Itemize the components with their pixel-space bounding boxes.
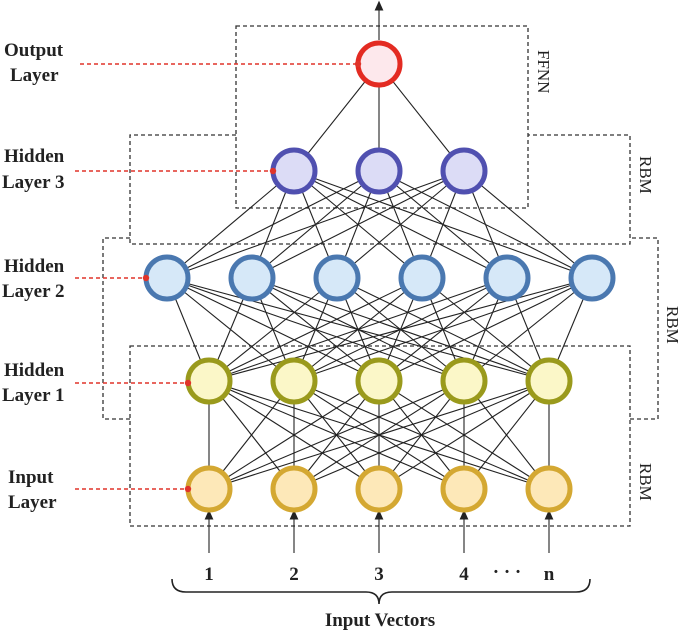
edge-hidden2-6-hidden1-1	[208, 277, 593, 382]
hidden3-pointer-dot	[269, 167, 277, 175]
hidden1-node-3	[355, 357, 403, 405]
hidden1-pointer-dot	[184, 379, 192, 387]
hidden2-node-5	[483, 254, 531, 302]
edge-hidden1-5-input-1	[208, 380, 550, 490]
input-number-4: 4	[459, 564, 469, 585]
hidden2-label-2: Layer 2	[2, 281, 64, 302]
box-labels: FFNN RBM RBM RBM	[534, 50, 682, 501]
edge-hidden3-2-hidden2-1	[166, 170, 380, 279]
input-number-3: 3	[374, 564, 384, 585]
edge-hidden2-5-hidden1-1	[208, 277, 508, 382]
input-number-n: n	[544, 564, 555, 585]
edge-hidden2-6-hidden1-2	[293, 277, 593, 382]
input-number-labels: 1 2 3 4 · · · n	[204, 562, 554, 585]
input-pointer-dot	[184, 485, 192, 493]
hidden3-node-2	[355, 147, 403, 195]
edge-hidden3-3-hidden2-2	[251, 170, 465, 279]
input-node-5	[525, 465, 573, 513]
input-brace	[171, 578, 591, 605]
ffnn-box	[235, 25, 529, 209]
hidden2-node-3	[313, 254, 361, 302]
hidden1-node-4	[440, 357, 488, 405]
layer-pointers	[75, 60, 362, 493]
edge-hidden1-5-input-3	[378, 380, 550, 490]
rbm-mid-label: RBM	[663, 306, 682, 344]
rbm-top-label: RBM	[636, 156, 655, 194]
hidden2-node-2	[228, 254, 276, 302]
output-layer-label-2: Layer	[10, 65, 59, 86]
input-ellipsis: · · ·	[493, 562, 522, 583]
edge-hidden3-1-hidden2-1	[166, 170, 295, 279]
edge-hidden2-3-hidden1-1	[208, 277, 338, 382]
hidden1-node-1	[185, 357, 233, 405]
input-arrows	[204, 509, 554, 553]
hidden3-node-1	[270, 147, 318, 195]
input-node-2	[270, 465, 318, 513]
edge-hidden1-4-input-1	[208, 380, 465, 490]
edge-hidden3-3-hidden2-1	[166, 170, 465, 279]
layer-labels: Output Layer Hidden Layer 3 Hidden Layer…	[2, 40, 65, 513]
rbm-mid-box	[102, 237, 659, 420]
edge-hidden1-3-input-1	[208, 380, 380, 490]
input-number-1: 1	[204, 564, 214, 585]
hidden1-node-2	[270, 357, 318, 405]
input-layer-label-2: Layer	[8, 492, 57, 513]
input-node-1	[185, 465, 233, 513]
hidden2-node-6	[568, 254, 616, 302]
rbm-top-box	[129, 134, 631, 245]
ffnn-label: FFNN	[534, 50, 553, 93]
nodes	[143, 40, 616, 513]
hidden2-pointer-dot	[142, 274, 150, 282]
hidden3-node-3	[440, 147, 488, 195]
edge-hidden3-3-hidden2-3	[336, 170, 465, 279]
output-layer-label-1: Output	[4, 40, 64, 61]
rbm-bottom-box	[129, 345, 631, 527]
hidden1-node-5	[525, 357, 573, 405]
hidden3-label-2: Layer 3	[2, 172, 64, 193]
rbm-bottom-label: RBM	[636, 463, 655, 501]
hidden3-label-1: Hidden	[4, 146, 65, 167]
edge-hidden3-3-hidden2-6	[463, 170, 593, 279]
input-vectors-caption: Input Vectors	[325, 610, 435, 631]
edge-hidden2-4-hidden1-1	[208, 277, 423, 382]
input-number-2: 2	[289, 564, 299, 585]
hidden2-node-4	[398, 254, 446, 302]
edge-hidden2-6-hidden1-4	[463, 277, 593, 382]
group-boxes	[102, 25, 659, 527]
input-layer-label-1: Input	[8, 467, 54, 488]
hidden1-label-1: Hidden	[4, 360, 65, 381]
edge-hidden2-6-hidden1-3	[378, 277, 593, 382]
input-node-3	[355, 465, 403, 513]
edge-hidden1-5-input-2	[293, 380, 550, 490]
output-node-1	[355, 40, 403, 88]
hidden2-node-1	[143, 254, 191, 302]
hidden2-label-1: Hidden	[4, 256, 65, 277]
hidden1-label-2: Layer 1	[2, 385, 64, 406]
output-pointer-dot	[354, 60, 362, 68]
input-node-4	[440, 465, 488, 513]
